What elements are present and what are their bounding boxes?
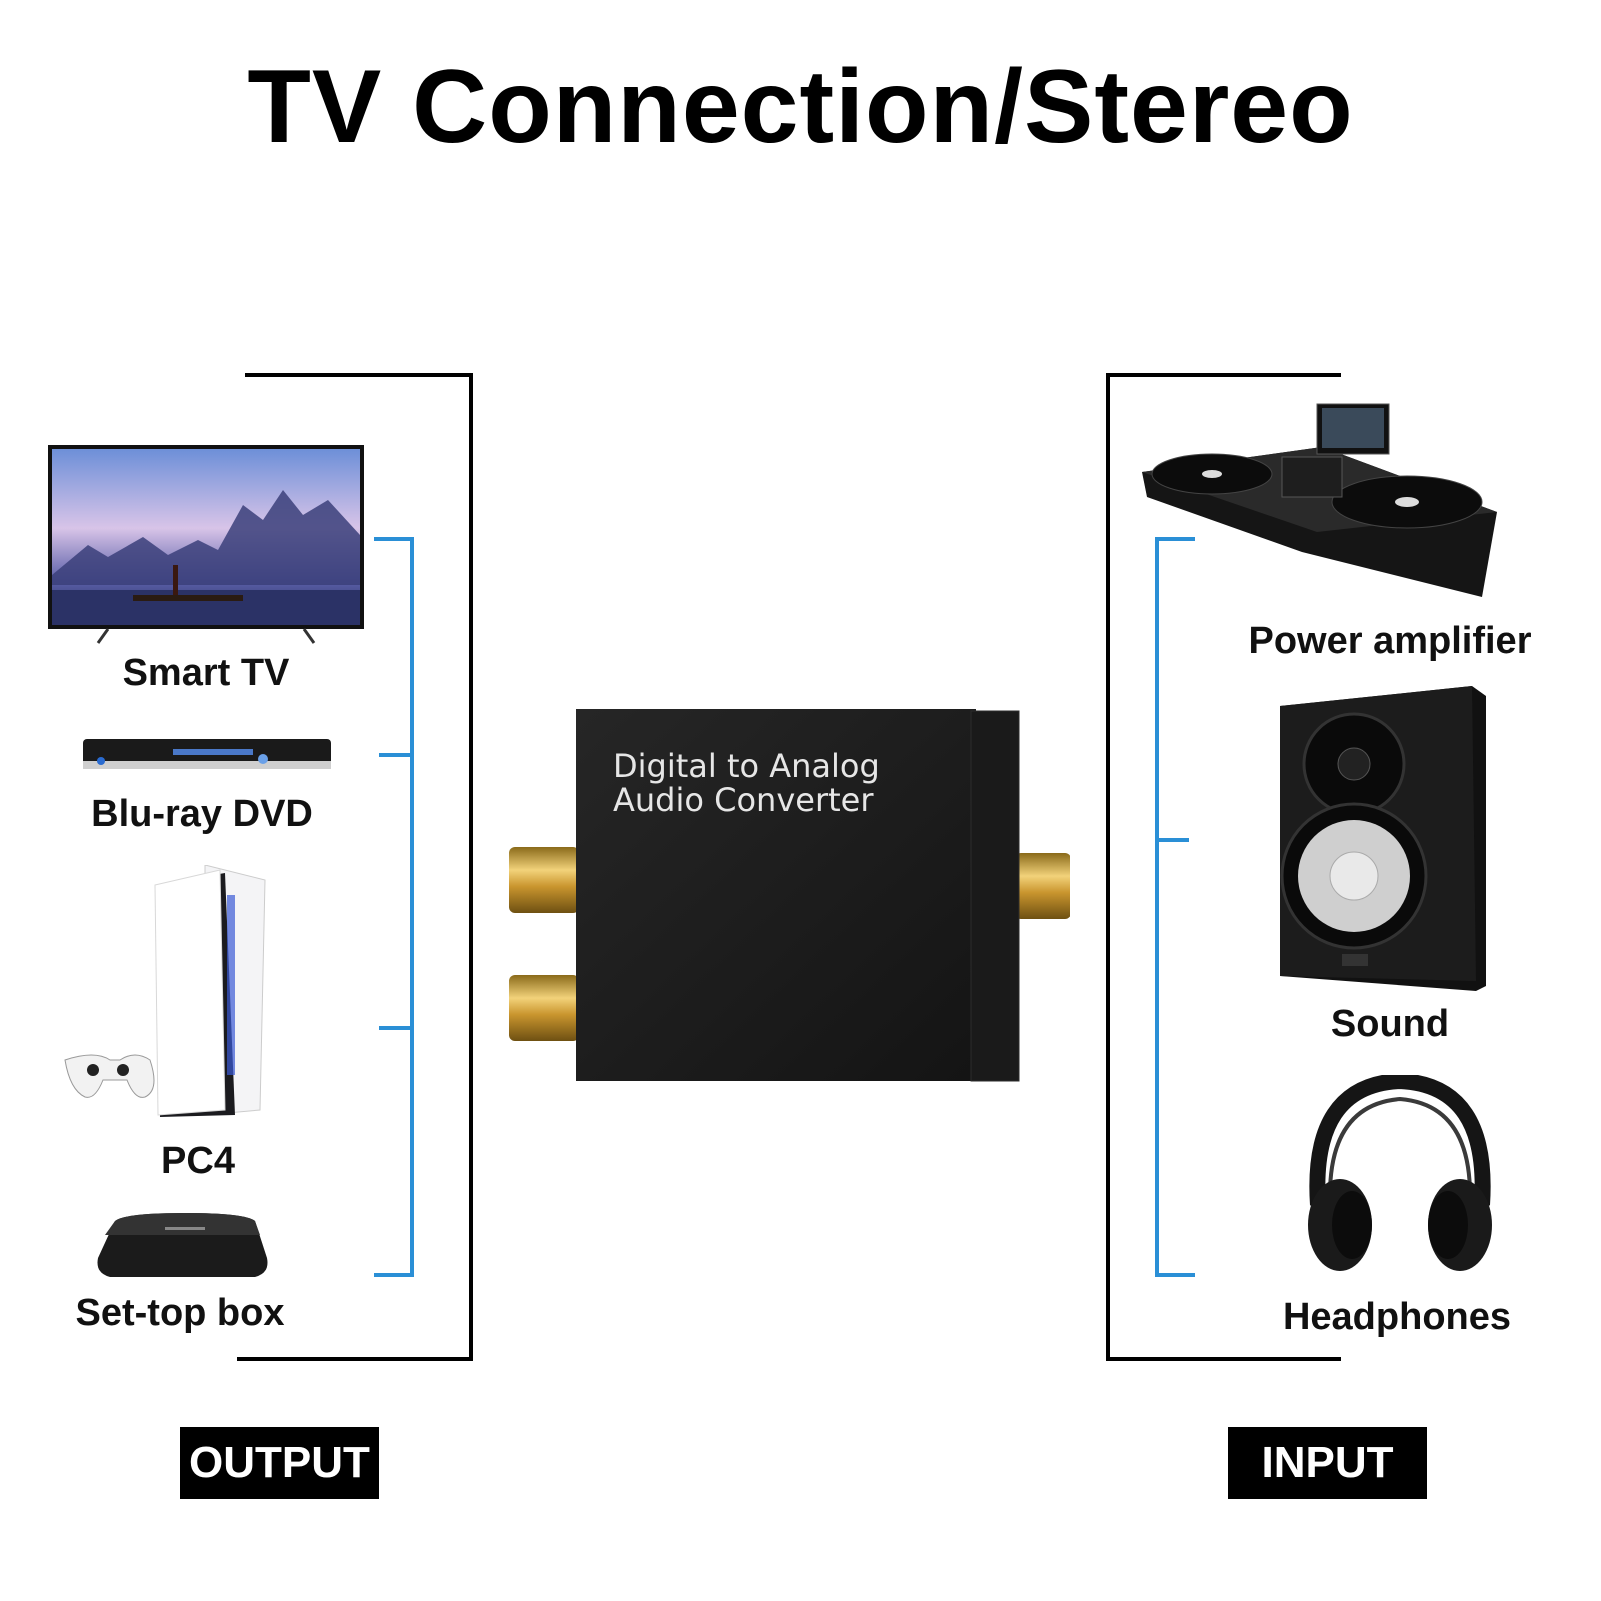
- input-bracket: [1155, 537, 1195, 1277]
- headphones-icon: [1300, 1075, 1500, 1275]
- output-frame: [245, 373, 473, 1361]
- output-bracket-tick: [379, 753, 411, 757]
- converter-label-line1: Digital to Analog: [613, 747, 880, 785]
- output-bracket-tick: [379, 1026, 411, 1030]
- device-label-sound: Sound: [1330, 1003, 1450, 1045]
- input-tag: INPUT: [1228, 1427, 1427, 1499]
- dj-controller-icon: [1142, 402, 1497, 602]
- device-label-blu-ray-dvd: Blu-ray DVD: [91, 793, 313, 835]
- speaker-icon: [1272, 686, 1490, 994]
- device-label-pc4: PC4: [161, 1140, 235, 1182]
- converter-device: Digital to Analog Audio Converter: [505, 705, 1070, 1085]
- dvd-player-icon: [83, 737, 331, 773]
- smart-tv-icon: [48, 445, 364, 645]
- output-bracket: [374, 537, 414, 1277]
- device-label-smart-tv: Smart TV: [122, 652, 290, 694]
- page-title: TV Connection/Stereo: [247, 49, 1354, 165]
- input-frame: [1106, 373, 1341, 1361]
- device-label-headphones: Headphones: [1282, 1296, 1512, 1338]
- input-bracket-tick: [1159, 838, 1189, 842]
- output-frame-bottom-extension: [237, 1357, 249, 1361]
- output-tag: OUTPUT: [180, 1427, 379, 1499]
- set-top-box-icon: [95, 1213, 270, 1281]
- game-console-icon: [55, 865, 270, 1120]
- converter-label-line2: Audio Converter: [613, 781, 874, 819]
- device-label-set-top-box: Set-top box: [75, 1292, 285, 1334]
- device-label-power-amplifier: Power amplifier: [1248, 620, 1532, 662]
